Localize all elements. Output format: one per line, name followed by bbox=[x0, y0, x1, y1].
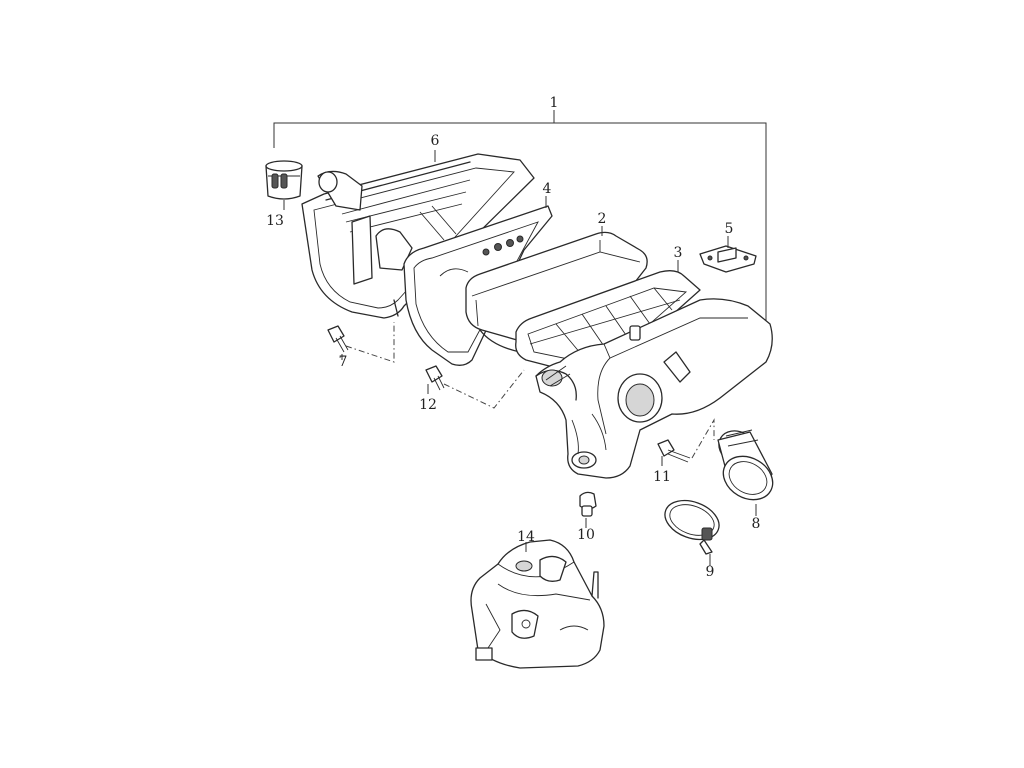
part-label-5: 5 bbox=[724, 221, 734, 237]
part-label-6: 6 bbox=[430, 133, 440, 149]
bolt-11-axis-line bbox=[691, 418, 715, 459]
part-7-screw bbox=[327, 322, 395, 363]
part-10-drain-plug bbox=[579, 491, 597, 528]
part-label-13: 13 bbox=[266, 213, 284, 229]
part-label-4: 4 bbox=[542, 181, 552, 197]
part-label-11: 11 bbox=[653, 469, 671, 485]
part-12-screw bbox=[425, 365, 525, 409]
part-label-3: 3 bbox=[673, 245, 683, 261]
part-label-14: 14 bbox=[517, 529, 535, 545]
part-14-protector bbox=[470, 539, 605, 669]
part-9-hose-clamp bbox=[664, 499, 720, 566]
assembly-bracket bbox=[273, 110, 767, 322]
part-label-8: 8 bbox=[751, 516, 761, 532]
part-13-intake-cap bbox=[265, 160, 303, 210]
part-11-bolt bbox=[657, 439, 691, 466]
air-cleaner-case bbox=[535, 298, 773, 479]
part-label-1: 1 bbox=[549, 95, 559, 111]
part-label-2: 2 bbox=[597, 211, 607, 227]
part-label-10: 10 bbox=[577, 527, 595, 543]
part-5-bracket-plate bbox=[699, 236, 757, 273]
part-label-7: 7 bbox=[338, 354, 348, 370]
part-label-9: 9 bbox=[705, 564, 715, 580]
part-8-connecting-boot bbox=[717, 429, 774, 516]
part-label-12: 12 bbox=[419, 397, 437, 413]
part-6-cleaner-cover bbox=[301, 150, 535, 319]
